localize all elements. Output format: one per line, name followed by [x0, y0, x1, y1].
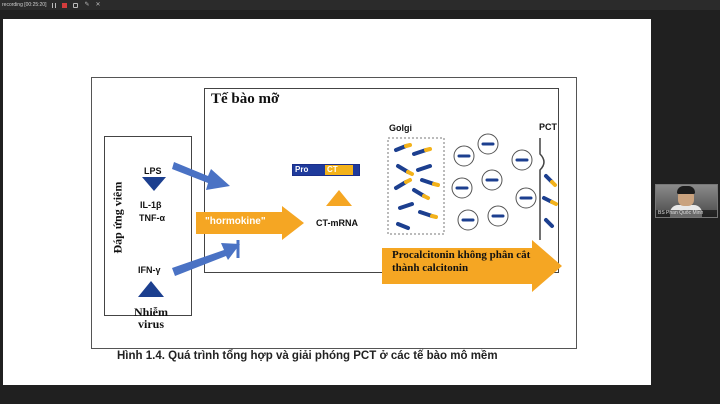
cell-title: Tế bào mỡ	[211, 91, 280, 107]
lps-label: LPS	[144, 166, 162, 176]
ct-label: CT	[325, 165, 353, 175]
up-triangle-icon	[138, 281, 164, 297]
recording-label: recording [00:25:20]	[2, 2, 47, 8]
hormokine-arrow-icon	[196, 206, 304, 240]
pen-icon[interactable]: ✎	[84, 1, 90, 8]
hormokine-label: "hormokine"	[205, 216, 266, 227]
ifng-label: IFN-γ	[138, 265, 161, 275]
stop-icon[interactable]	[62, 2, 68, 8]
webcam-name: BS Phan Quốc Minh	[656, 210, 717, 217]
golgi-vesicles-illustration	[387, 133, 558, 240]
pct-label: PCT	[539, 122, 557, 132]
virus-label: Nhiễm virus	[134, 305, 168, 331]
tnfa-label: TNF-α	[139, 213, 166, 223]
pro-bar-tail	[353, 165, 359, 175]
ct-up-triangle-icon	[326, 190, 352, 206]
lps-arrow-icon	[172, 162, 230, 190]
presentation-slide: Tế bào mỡ Đáp ứng viêm LPS IL-1β TNF-α I…	[3, 19, 651, 385]
inflammation-box: Đáp ứng viêm	[104, 136, 192, 316]
close-icon[interactable]: ✕	[95, 1, 101, 8]
figure-caption: Hình 1.4. Quá trình tổng hợp và giải phó…	[117, 350, 498, 362]
pause-icon[interactable]	[52, 2, 57, 8]
golgi-label: Golgi	[389, 123, 412, 133]
procalcitonin-label: Procalcitonin không phân cắt thành calci…	[392, 249, 531, 274]
down-triangle-icon	[142, 177, 166, 191]
webcam-overlay[interactable]: BS Phan Quốc Minh	[655, 184, 718, 218]
camera-icon[interactable]	[73, 2, 79, 8]
ifng-arrow-icon	[172, 240, 240, 276]
side-title: Đáp ứng viêm	[110, 181, 125, 254]
pro-ct-bar: Pro CT	[292, 164, 360, 176]
figure-diagram: Tế bào mỡ Đáp ứng viêm LPS IL-1β TNF-α I…	[91, 77, 577, 349]
presenter-hair	[677, 186, 695, 194]
recording-toolbar: recording [00:25:20] ✎ ✕	[0, 0, 720, 10]
procalcitonin-arrow-icon	[382, 240, 562, 292]
pro-label: Pro	[293, 165, 325, 175]
il1b-label: IL-1β	[140, 200, 162, 210]
ct-mrna-label: CT-mRNA	[316, 218, 358, 228]
